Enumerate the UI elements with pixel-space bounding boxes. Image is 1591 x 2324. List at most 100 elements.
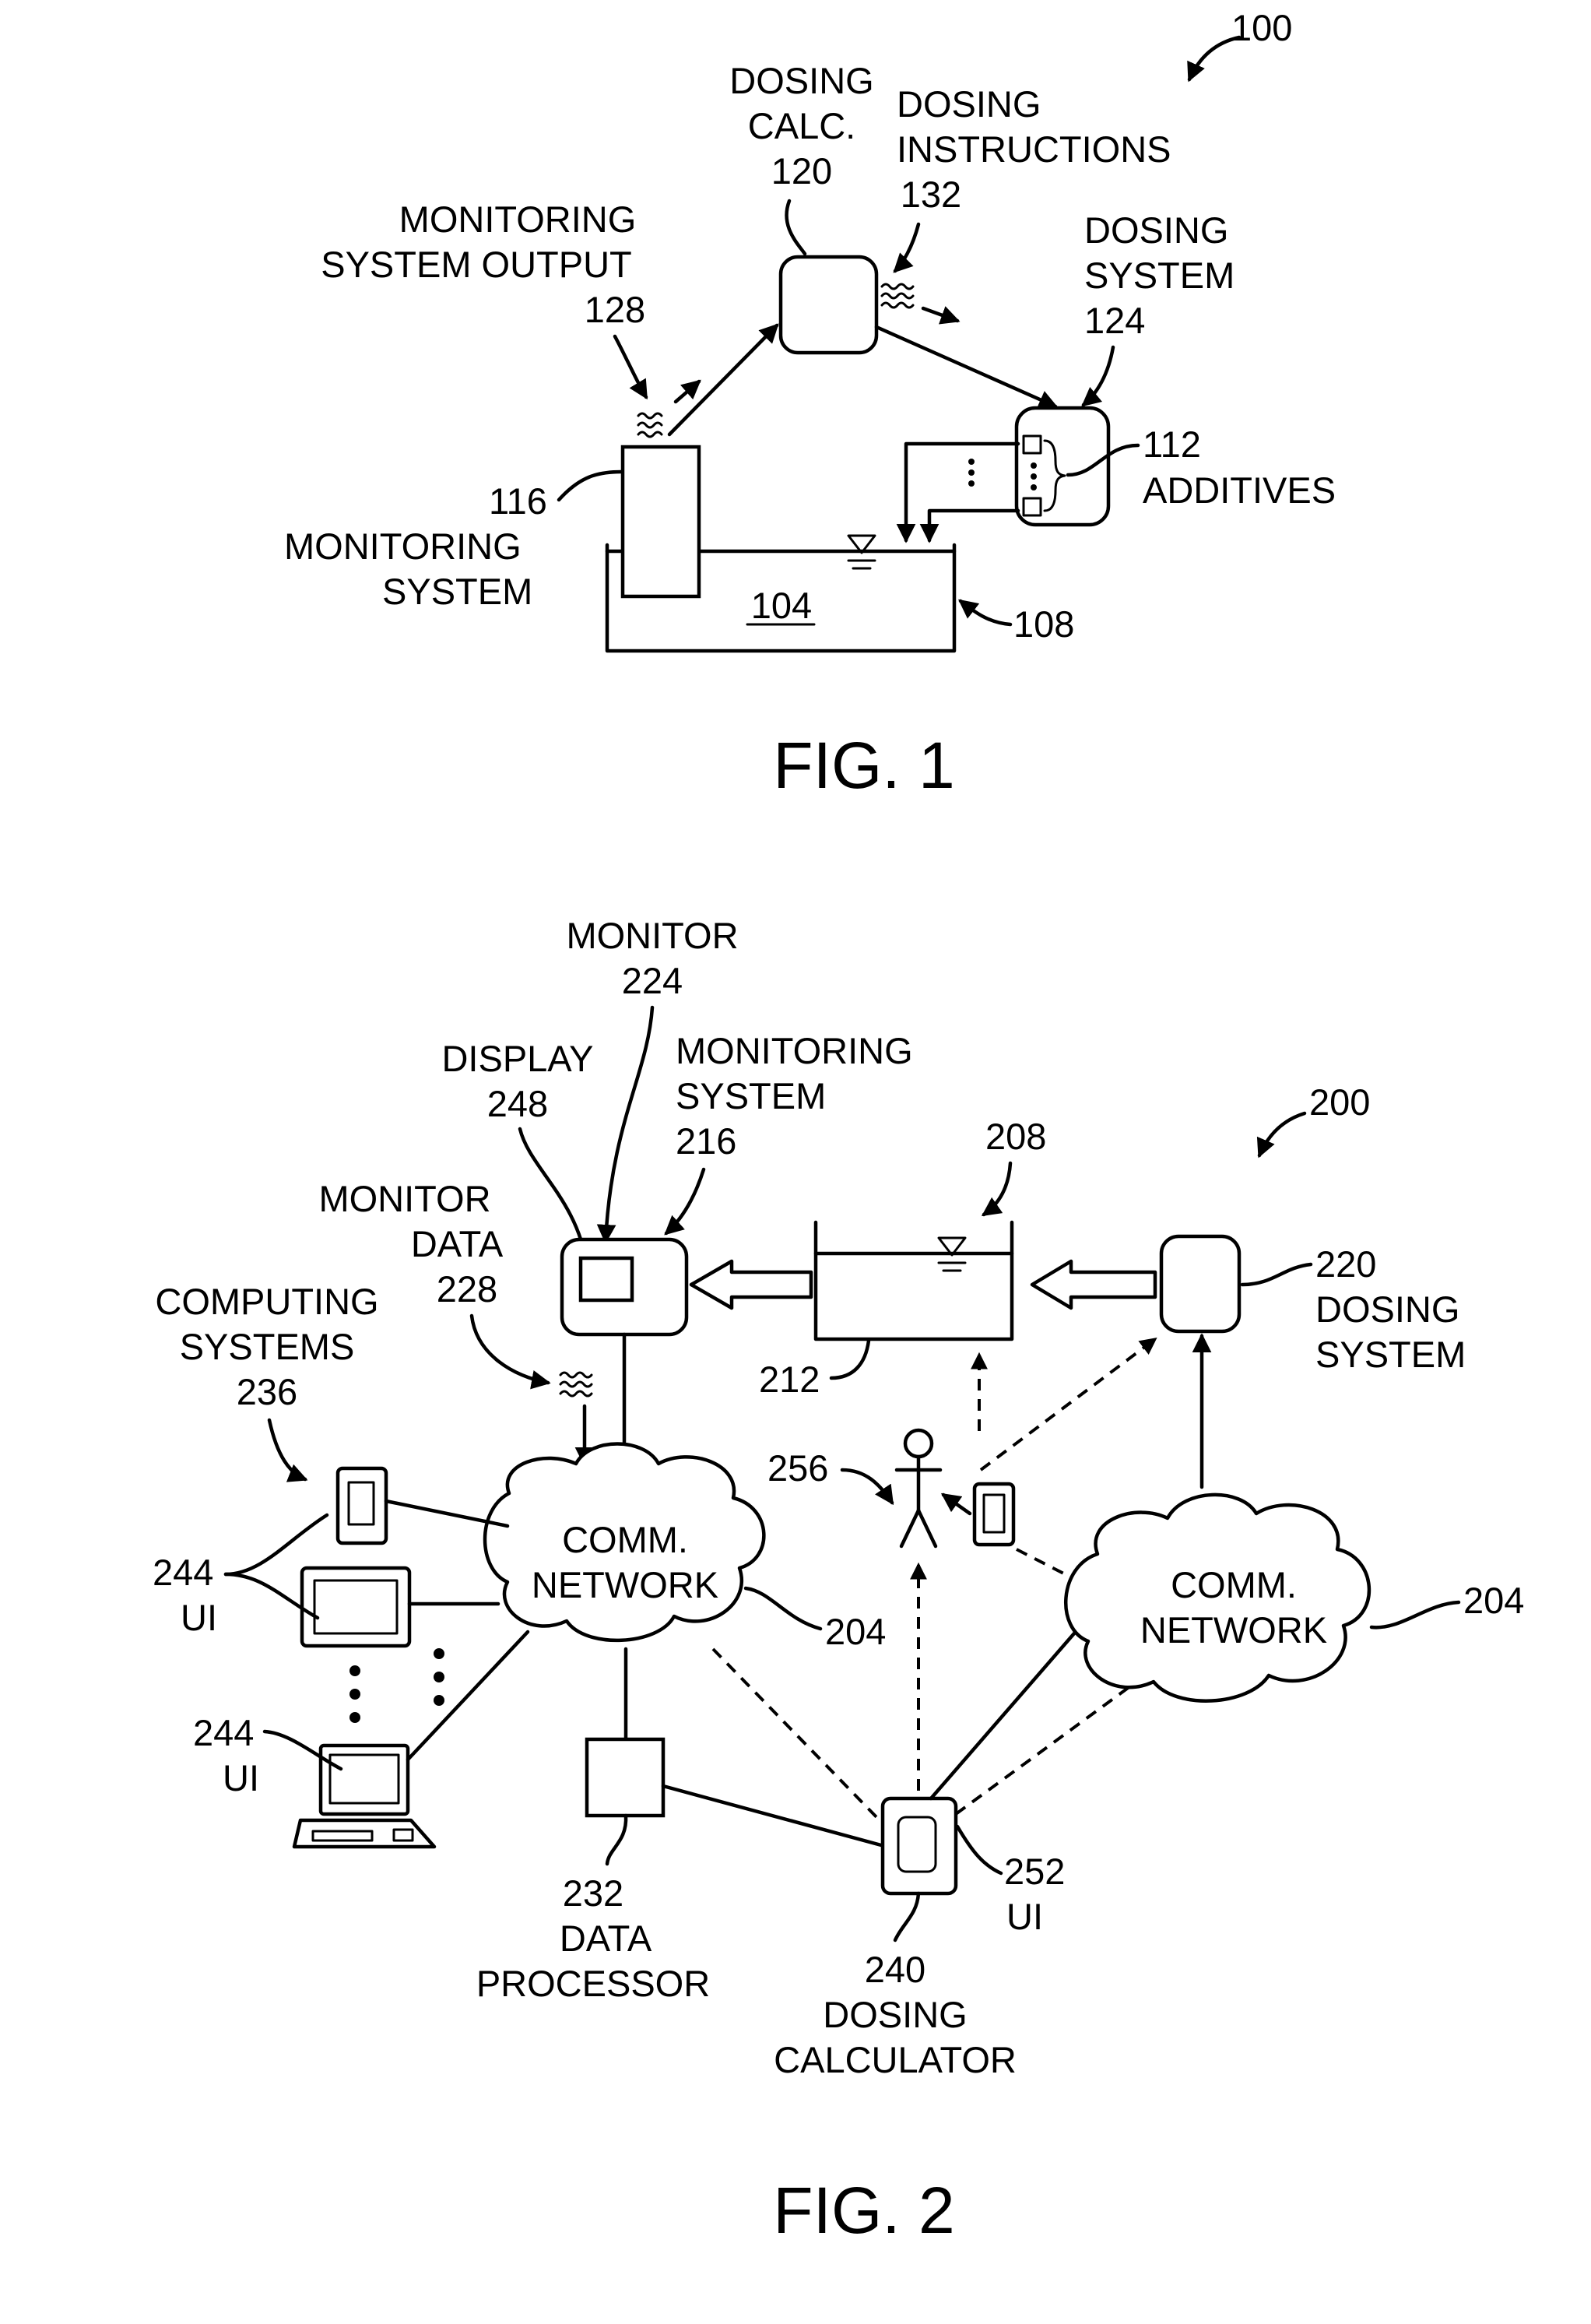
monitor-data-signal-icon	[560, 1373, 592, 1396]
device-dot-1	[349, 1665, 360, 1676]
dosing-calculator-label-1: DOSING	[823, 1994, 967, 2035]
monitoring-output-label-2: SYSTEM OUTPUT	[321, 244, 632, 285]
user-leader	[842, 1470, 892, 1503]
dosing-calculator-box	[781, 257, 876, 353]
tank-ref-leader	[961, 601, 1010, 624]
additive-dot-1	[1031, 462, 1037, 469]
ref-200-arrow	[1259, 1113, 1305, 1155]
monitoring-output-leader	[615, 336, 646, 397]
desktop-computer-icon	[294, 1746, 434, 1847]
data-processor-leader	[607, 1816, 626, 1864]
dosing-calculator-ref: 240	[865, 1949, 925, 1990]
fig-2-caption: FIG. 2	[773, 2174, 954, 2247]
ui-244-ref-bottom: 244	[193, 1712, 254, 1753]
output-signal-arrow	[676, 381, 699, 402]
monitor-data-label-1: MONITOR	[318, 1178, 490, 1219]
dosing-calc-label-2: CALC.	[748, 105, 855, 146]
dosing-calculator-leader	[895, 1893, 918, 1940]
link-dot-3	[434, 1695, 444, 1706]
processor-calculator-link	[663, 1786, 881, 1845]
data-processor-ref: 232	[563, 1872, 623, 1914]
monitoring-system-ref: 216	[676, 1120, 736, 1162]
data-processor-label-2: PROCESSOR	[476, 1963, 710, 2004]
user-ref: 256	[767, 1447, 828, 1489]
comm-network-right-label-1: COMM.	[1171, 1564, 1297, 1605]
computing-label-2: SYSTEMS	[180, 1326, 355, 1367]
tank-212	[816, 1222, 1012, 1339]
dosing-calculator-label-2: CALCULATOR	[774, 2039, 1017, 2080]
monitoring-output-label-1: MONITORING	[399, 199, 637, 240]
comm-network-left-label-1: COMM.	[562, 1519, 688, 1560]
water-ref: 104	[751, 585, 812, 626]
calculator-network-link	[931, 1633, 1074, 1798]
computing-ref: 236	[237, 1371, 297, 1412]
comm-network-right-label-2: NETWORK	[1140, 1609, 1327, 1651]
dosing-instructions-label-2: INSTRUCTIONS	[897, 128, 1171, 170]
link-dot-1	[434, 1648, 444, 1659]
monitoring-system-label-2: SYSTEM	[676, 1075, 826, 1116]
tank-to-monitor-flow-arrow	[691, 1261, 811, 1308]
link-dot-2	[434, 1672, 444, 1682]
comm-network-right-ref: 204	[1463, 1580, 1524, 1621]
dosing-system-leader	[1242, 1264, 1311, 1285]
dosing-system-label-1: DOSING	[1315, 1289, 1459, 1330]
computing-label-1: COMPUTING	[155, 1281, 378, 1322]
device-dot-2	[349, 1689, 360, 1700]
figure-1: 100 DOSING CALC. 120 DOSING INSTRUCTIONS…	[284, 7, 1336, 802]
dosing-instructions-leader	[895, 224, 918, 271]
ui-244-label-bottom: UI	[223, 1757, 259, 1798]
additive-dot-3	[1031, 484, 1037, 490]
ui-252-leader	[957, 1827, 1001, 1873]
desktop-network-link	[408, 1632, 528, 1760]
comm-network-right-leader	[1371, 1602, 1459, 1627]
dosing-calculator-device	[883, 1798, 956, 1893]
user-to-dosing-dashed	[981, 1339, 1155, 1470]
monitoring-system-leader	[666, 1169, 704, 1233]
dosing-calc-leader	[787, 201, 805, 254]
handheld-to-user-arrow	[943, 1495, 970, 1514]
display-label: DISPLAY	[441, 1038, 593, 1079]
dosing-system-leader	[1083, 347, 1113, 405]
monitoring-ref-leader	[559, 472, 621, 500]
monitor-leader	[606, 1007, 652, 1241]
dosing-calc-label-1: DOSING	[729, 60, 873, 101]
monitoring-label-2: SYSTEM	[382, 571, 532, 612]
fig-1-caption: FIG. 1	[773, 729, 954, 802]
tank-ref-leader	[831, 1341, 869, 1378]
tank-top-leader	[984, 1163, 1010, 1215]
ui-244-leader-a	[226, 1515, 327, 1574]
monitor-to-calc-arrow	[669, 325, 777, 434]
ui-244-ref-top: 244	[153, 1552, 213, 1593]
additive-feed-line-2	[929, 511, 1018, 540]
data-processor-label-1: DATA	[560, 1918, 652, 1959]
monitor-data-leader	[472, 1316, 548, 1383]
feed-dot-3	[968, 480, 975, 487]
figure-2: 200 MONITOR 224 DISPLAY 248 MONITORING S…	[153, 915, 1524, 2247]
monitor-ref: 224	[622, 960, 683, 1001]
instructions-signal-arrow	[923, 308, 957, 321]
monitoring-ref: 116	[489, 480, 547, 522]
ui-252-ref: 252	[1004, 1851, 1065, 1892]
monitor-data-label-2: DATA	[411, 1223, 504, 1264]
feed-dot-2	[968, 469, 975, 476]
monitoring-label-1: MONITORING	[284, 526, 522, 567]
tank-ref: 212	[759, 1359, 820, 1400]
comm-network-left-label-2: NETWORK	[532, 1564, 718, 1605]
handheld-device-icon	[975, 1484, 1013, 1545]
dosing-instructions-ref: 132	[901, 174, 961, 215]
additives-label: ADDITIVES	[1143, 469, 1336, 511]
ref-200: 200	[1309, 1081, 1370, 1123]
monitoring-system-probe	[623, 447, 699, 596]
ref-100: 100	[1231, 7, 1292, 48]
output-signal-icon	[638, 413, 662, 437]
display-ref: 248	[487, 1083, 548, 1124]
additive-feed-line-1	[906, 444, 1018, 540]
ui-244-label-top: UI	[181, 1597, 217, 1638]
feed-dot-1	[968, 459, 975, 465]
dosing-instructions-label-1: DOSING	[897, 83, 1041, 125]
monitor-data-ref: 228	[437, 1268, 497, 1310]
laptop-display-icon	[302, 1568, 409, 1646]
dosing-system-label-1: DOSING	[1084, 209, 1228, 251]
calc-to-dosing-arrow	[876, 327, 1055, 406]
